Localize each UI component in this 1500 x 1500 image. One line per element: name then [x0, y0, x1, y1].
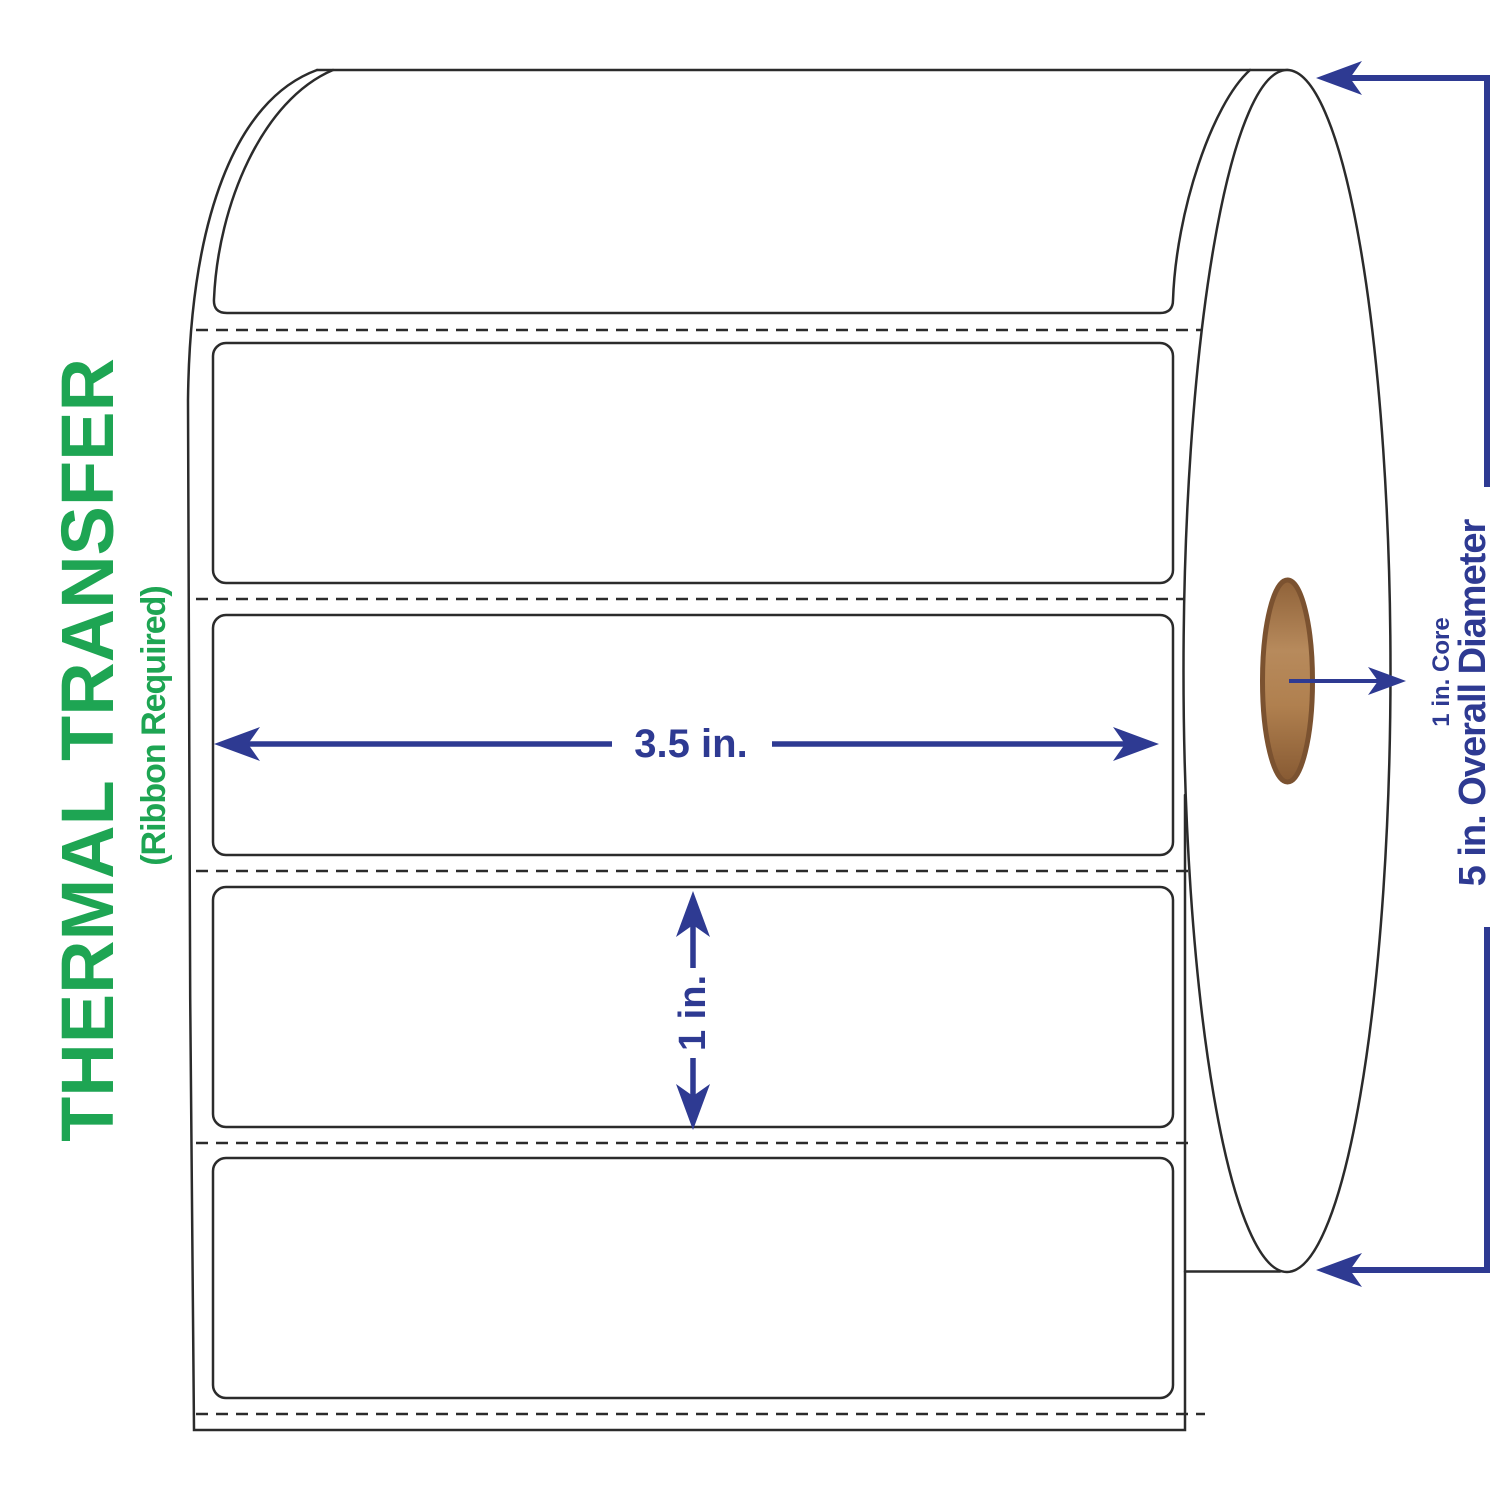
core-dimension-label: 1 in. Core: [1428, 617, 1455, 726]
side-captions: THERMAL TRANSFER (Ribbon Required): [46, 358, 173, 1142]
partial-label: [212, 68, 1252, 315]
overall-diameter-label: 5 in. Overall Diameter: [1452, 518, 1494, 886]
overall-diameter-bracket: [1346, 75, 1490, 1273]
roll-linework: [186, 68, 1392, 1432]
width-dimension-arrow: [214, 727, 1159, 761]
perforation-lines: [196, 328, 1205, 1416]
core-dimension-arrow: [1289, 667, 1406, 695]
height-dimension-label: 1 in.: [672, 975, 714, 1051]
arrowhead-right-icon: [1113, 727, 1159, 761]
arrowhead-up-icon: [676, 891, 710, 937]
ribbon-required-subtitle: (Ribbon Required): [135, 586, 173, 866]
arrowhead-left-icon: [1316, 1253, 1362, 1287]
arrowhead-left-icon: [1316, 61, 1362, 95]
label-blank: [211, 613, 1175, 857]
arrowhead-right-icon: [1368, 667, 1406, 695]
width-dimension-label: 3.5 in.: [634, 722, 747, 766]
arrowhead-down-icon: [676, 1084, 710, 1130]
arrowhead-left-icon: [214, 727, 260, 761]
liner-outline: [186, 68, 1187, 1432]
label-blank: [211, 1156, 1175, 1400]
thermal-transfer-title: THERMAL TRANSFER: [46, 358, 129, 1142]
label-blank: [211, 341, 1175, 585]
height-dimension-arrow: [676, 891, 710, 1130]
dimension-annotations: 3.5 in. 1 in. 1 in. Core 5 in. Overall D…: [214, 61, 1494, 1287]
